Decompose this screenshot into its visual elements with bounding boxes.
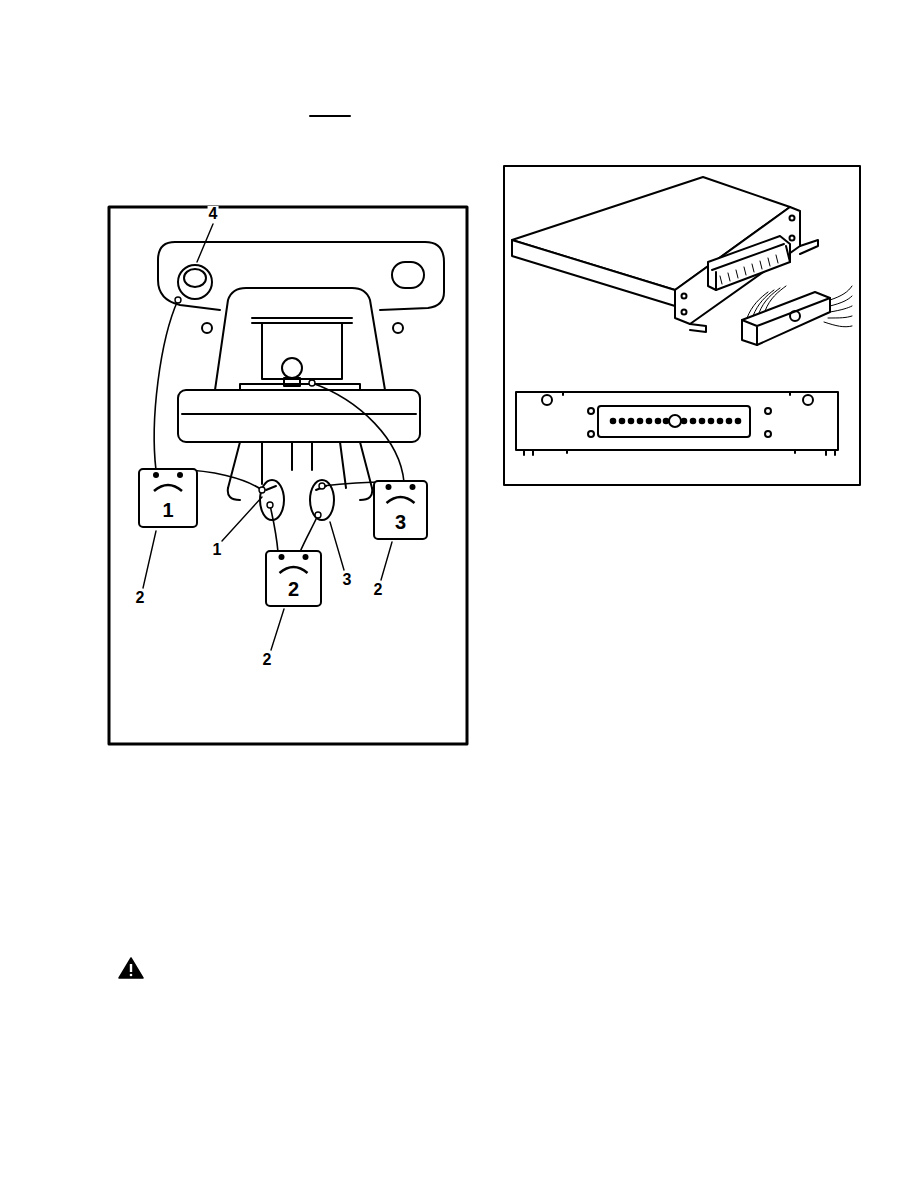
gauge-scale [280,567,308,573]
ignition-coil [158,242,444,520]
meter-box: 1 [138,468,198,528]
leader-lines [143,224,392,650]
meter-terminal [153,472,159,478]
callout-number: 2 [135,590,146,606]
meter-number: 2 [267,579,320,599]
callout-number: 1 [212,542,223,558]
meter-number: 1 [140,500,196,520]
callout-number: 3 [342,572,353,588]
meter-gauge [375,482,426,512]
warning-symbol [119,958,143,978]
meter-terminal [303,554,309,560]
figure-frame [109,207,467,744]
gauge-scale [387,497,415,503]
meter-terminal [410,484,416,490]
callout-number: 2 [373,582,384,598]
meter-terminal [386,484,392,490]
meter-box: 2 [265,550,322,607]
meter-terminal [279,554,285,560]
control-module [512,177,852,455]
meter-number: 3 [375,512,426,532]
meter-terminal [177,472,183,478]
callout-number: 2 [262,652,273,668]
blank-underline [310,115,350,117]
meter-gauge [140,470,196,500]
figure-frame [504,166,860,485]
meter-gauge [267,552,320,582]
callout-number: 4 [208,206,219,222]
pin-dots [611,419,741,424]
gauge-scale [154,485,182,491]
meter-box: 3 [373,480,428,540]
